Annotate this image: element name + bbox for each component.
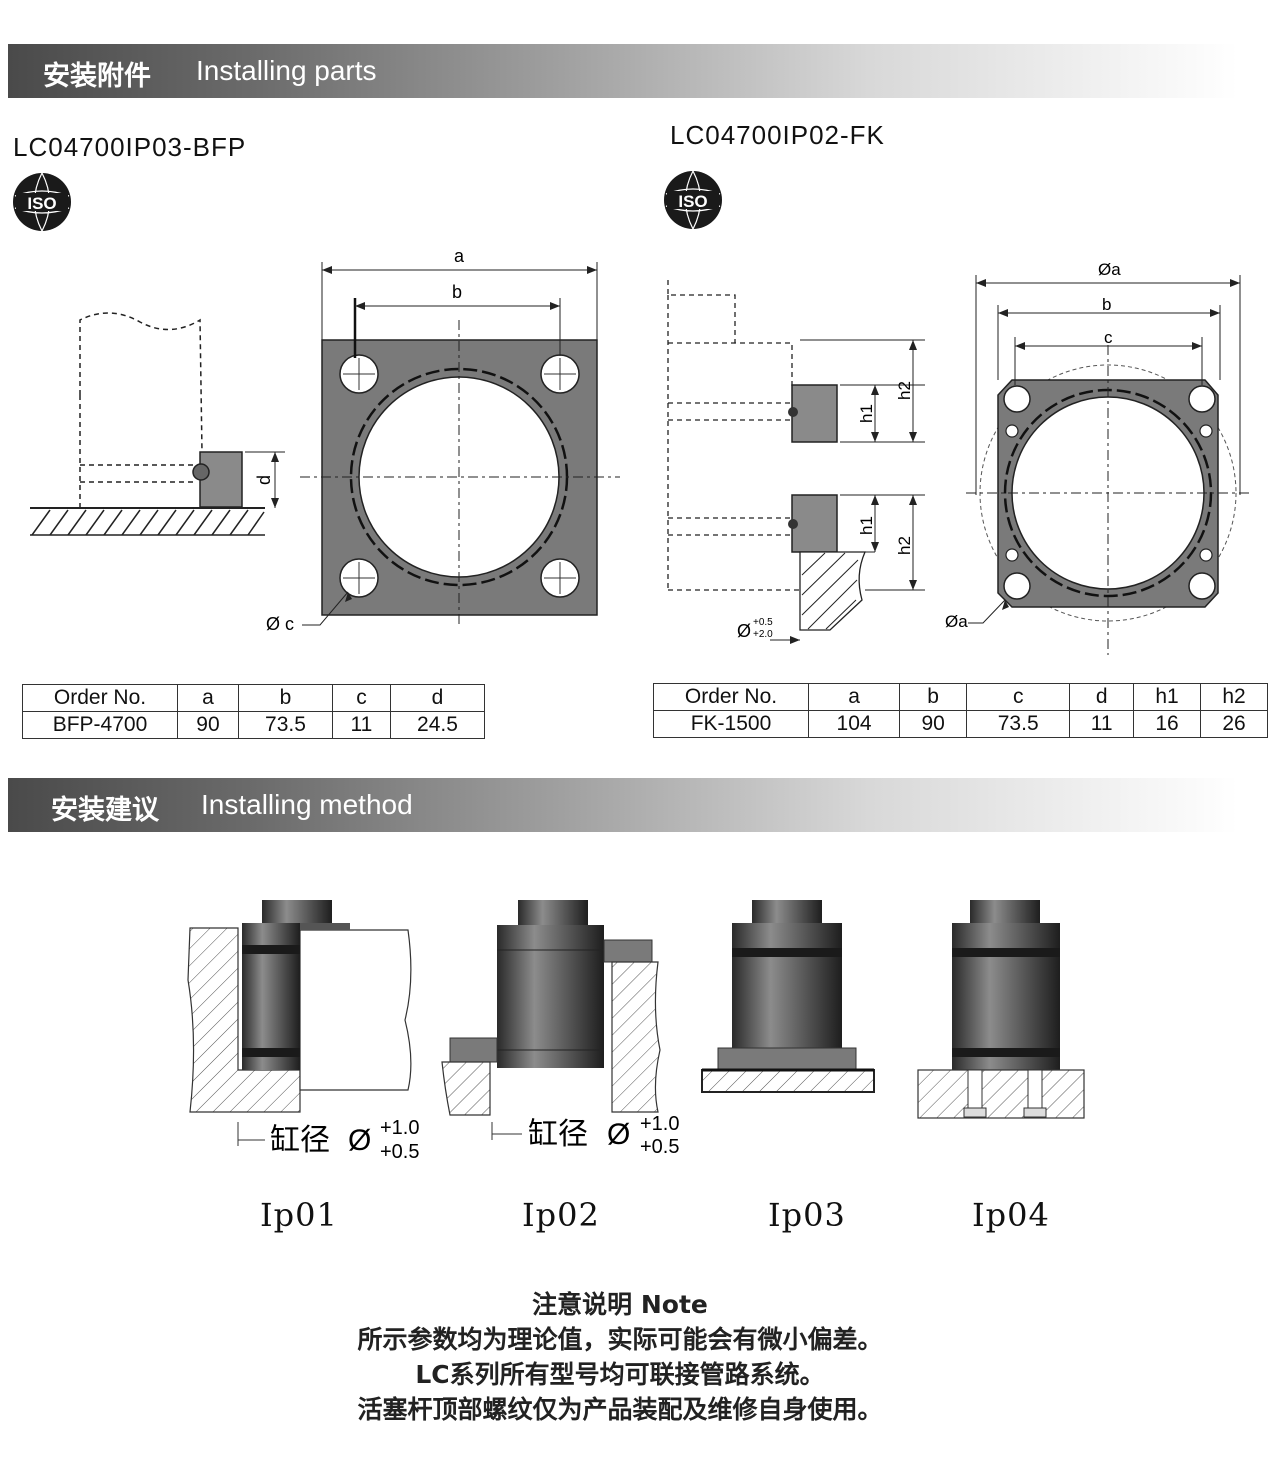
tol-lower: +0.5 (380, 1141, 419, 1163)
note-line: 所示参数均为理论值，实际可能会有微小偏差。 (357, 1325, 883, 1354)
table-header-cell: b (237, 684, 333, 712)
table-header-cell: a (807, 683, 901, 711)
bfp-spec-table: Order No. a b c d BFP-4700 90 73.5 11 24… (22, 684, 486, 739)
model-number-fk: LC04700IP02-FK (670, 120, 885, 150)
table-cell: 11 (331, 711, 391, 739)
table-row: FK-1500 104 90 73.5 11 16 26 (653, 710, 1268, 738)
fk-side-view: h1 h2 h1 h2 Ø +0.5 +2.0 (667, 280, 925, 644)
table-cell: 11 (1069, 710, 1135, 738)
dim-tolerance-symbol: Ø (737, 621, 751, 641)
method-label-ip01: Ip01 (260, 1196, 338, 1234)
iso-logo: ISO (664, 170, 722, 230)
dim-oa-small-label: Øa (945, 612, 968, 631)
table-header-cell: c (966, 683, 1071, 711)
table-cell: 90 (177, 711, 239, 739)
tol-upper: +1.0 (640, 1113, 679, 1135)
table-header-cell: d (1069, 683, 1135, 711)
table-header-cell: d (389, 684, 486, 712)
dia-symbol: Ø (348, 1124, 371, 1157)
dim-c-label: c (1104, 328, 1113, 347)
dia-symbol: Ø (607, 1118, 630, 1151)
dim-a-label: a (454, 246, 465, 266)
table-header-cell: b (899, 683, 968, 711)
section-title-cn: 安装附件 (43, 61, 151, 92)
table-row: BFP-4700 90 73.5 11 24.5 (22, 711, 486, 739)
bore-label: 缸径 (270, 1124, 330, 1157)
table-cell: 73.5 (237, 711, 333, 739)
section-banner-installing-method: 安装建议 Installing method (8, 778, 1238, 832)
install-methods-drawing: 缸径 Ø +1.0 +0.5 缸径 Ø +1.0 +0.5 (187, 900, 1085, 1163)
fk-spec-table: Order No. a b c d h1 h2 FK-1500 104 90 7… (653, 683, 1268, 738)
dim-tolerance-hi: +0.5 (753, 617, 773, 628)
bore-label: 缸径 (528, 1118, 588, 1151)
dim-c-label: Ø c (266, 614, 294, 634)
table-cell: 24.5 (389, 711, 486, 739)
table-cell: 73.5 (966, 710, 1071, 738)
dim-h2-label: h2 (895, 536, 914, 555)
bfp-drawing: d a b Ø c (30, 246, 620, 634)
section-banner-installing-parts: 安装附件 Installing parts (8, 44, 1238, 98)
table-header-cell: a (177, 684, 239, 712)
dim-h1-label: h1 (857, 516, 876, 535)
table-header-cell: c (331, 684, 391, 712)
iso-logo: ISO (13, 172, 71, 232)
dim-h1-label: h1 (857, 404, 876, 423)
method-label-ip04: Ip04 (972, 1196, 1050, 1234)
bfp-plate-view: a b Ø c (266, 246, 620, 634)
section-title-cn: 安装建议 (51, 795, 159, 826)
method-label-ip03: Ip03 (768, 1196, 846, 1234)
tol-upper: +1.0 (380, 1117, 419, 1139)
method-ip03 (701, 900, 875, 1093)
tol-lower: +0.5 (640, 1136, 679, 1158)
dim-b-label: b (452, 282, 462, 302)
fk-drawing: h1 h2 h1 h2 Ø +0.5 +2.0 Øa (667, 260, 1250, 655)
dim-h2-label: h2 (895, 381, 914, 400)
table-header-cell: h1 (1133, 683, 1201, 711)
method-ip04 (917, 900, 1085, 1119)
table-header-cell: Order No. (22, 684, 178, 712)
iso-badge-text: ISO (678, 192, 707, 211)
table-header-cell: h2 (1200, 683, 1268, 711)
table-cell: 16 (1133, 710, 1201, 738)
dim-b-label: b (1102, 295, 1111, 314)
table-cell: 26 (1200, 710, 1268, 738)
table-header-row: Order No. a b c d h1 h2 (653, 683, 1268, 711)
note-line: 活塞杆顶部螺纹仅为产品装配及维修自身使用。 (357, 1395, 883, 1424)
table-cell: FK-1500 (653, 710, 809, 738)
fk-flange-view: Øa b c Øa (945, 260, 1250, 655)
method-label-ip02: Ip02 (522, 1196, 600, 1234)
table-header-cell: Order No. (653, 683, 809, 711)
model-number-bfp: LC04700IP03-BFP (13, 132, 247, 162)
table-cell: BFP-4700 (22, 711, 178, 739)
dim-d-label: d (254, 475, 274, 485)
dim-tolerance-lo: +2.0 (753, 629, 773, 640)
dim-oa-label: Øa (1098, 260, 1121, 279)
iso-badge-text: ISO (27, 194, 56, 213)
bfp-side-view: d (30, 312, 285, 536)
section-title-en: Installing parts (196, 55, 377, 86)
note-line: LC系列所有型号均可联接管路系统。 (415, 1360, 825, 1389)
note-title: 注意说明 Note (532, 1290, 708, 1319)
table-header-row: Order No. a b c d (22, 684, 486, 712)
method-ip01: 缸径 Ø +1.0 +0.5 (187, 900, 419, 1163)
section-title-en: Installing method (201, 789, 413, 820)
table-cell: 104 (807, 710, 901, 738)
table-cell: 90 (899, 710, 968, 738)
method-ip02: 缸径 Ø +1.0 +0.5 (441, 900, 679, 1158)
